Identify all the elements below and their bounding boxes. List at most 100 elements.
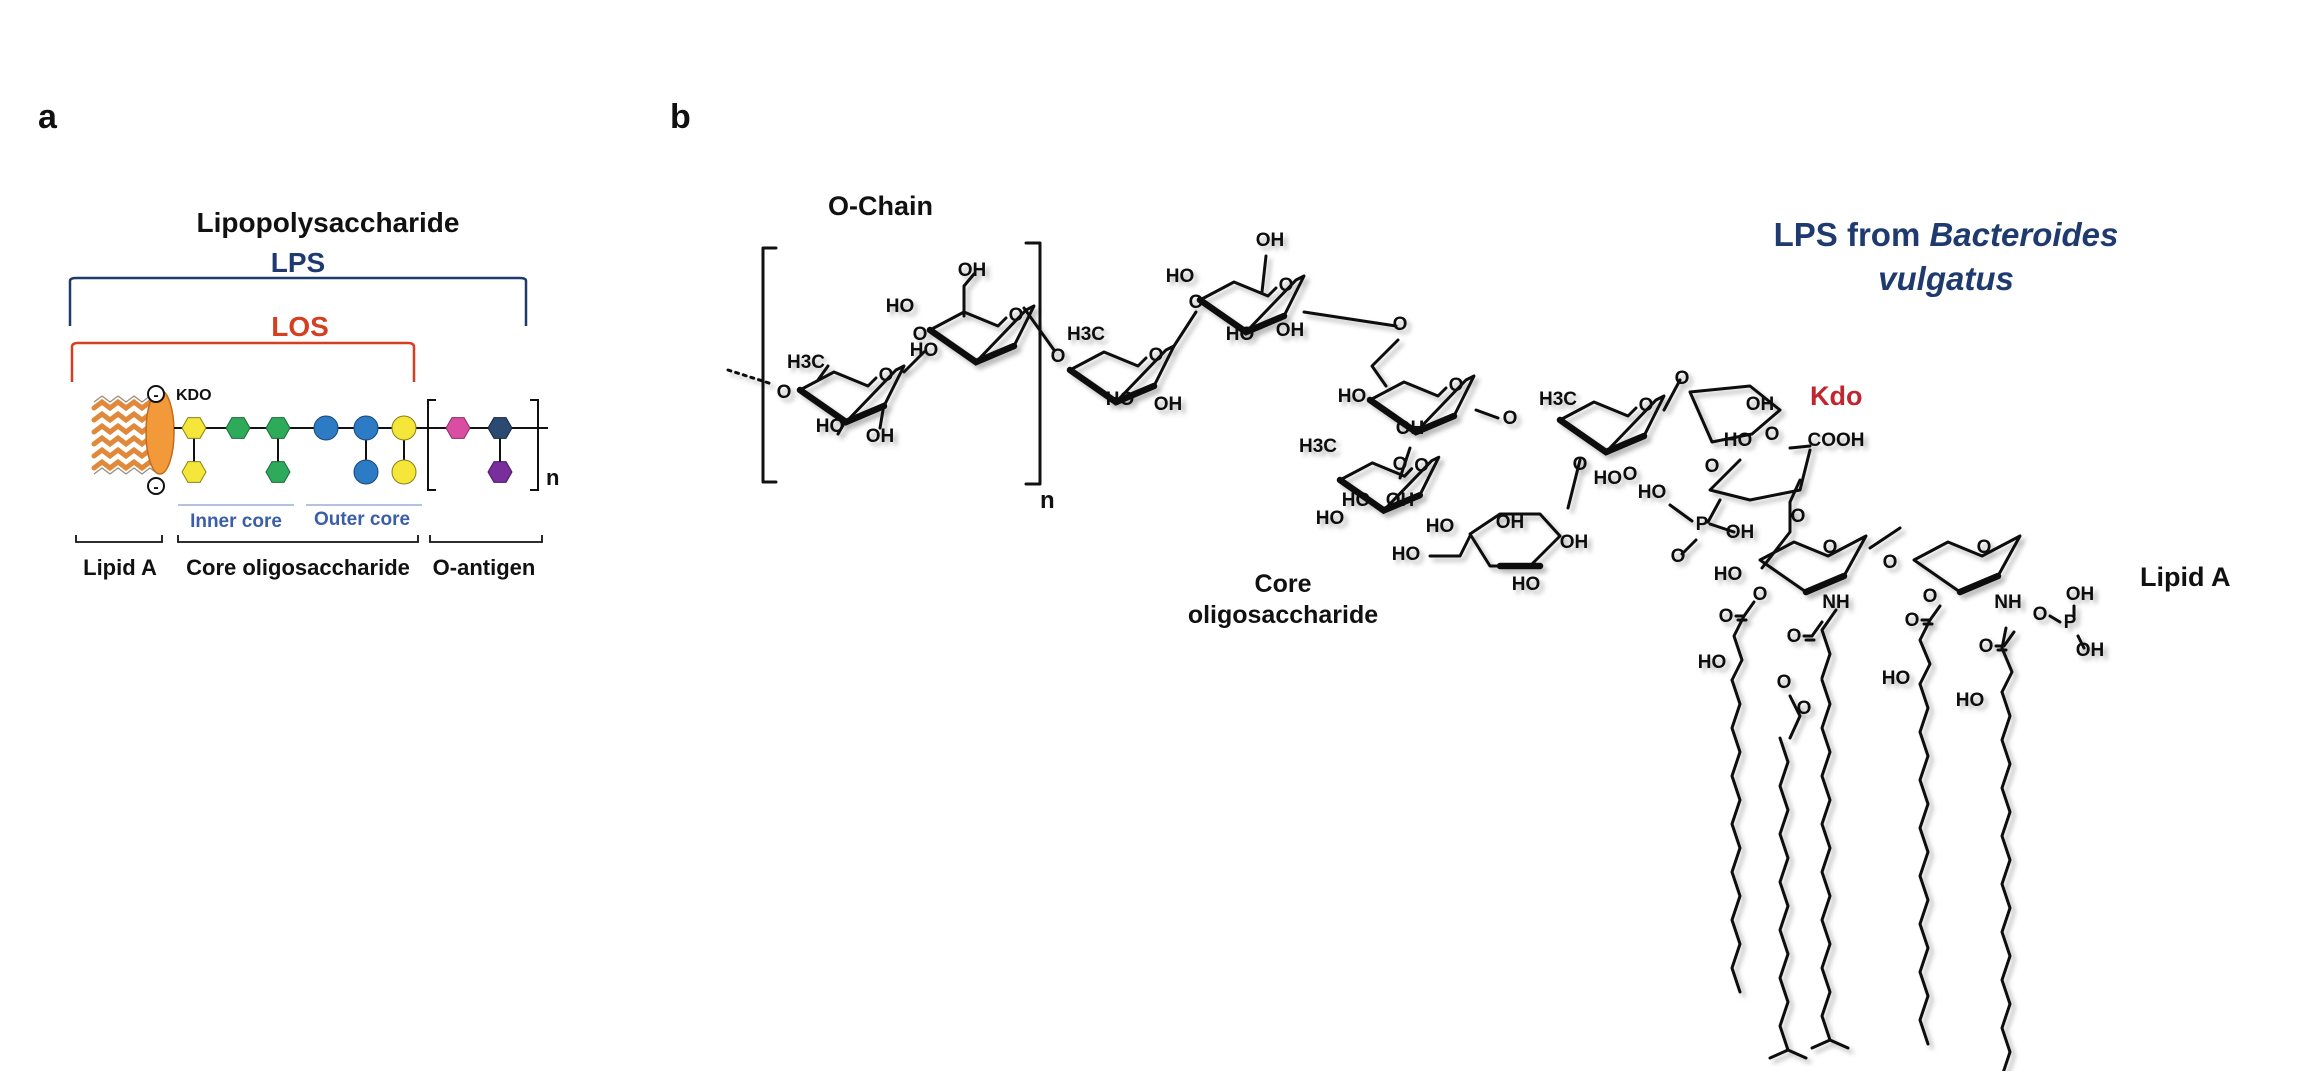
outer-core-circle-1 [313, 415, 339, 441]
glcn-2-ring-oxygen: O [1977, 537, 1992, 558]
glycosidic-bond-4 [1302, 310, 1398, 328]
core-methyl-d: H3C [1299, 436, 1337, 457]
o-antigen-bracket-right [530, 399, 539, 491]
chain-2-tail-a [1768, 736, 1808, 1060]
core-label-b1: Core [1255, 570, 1312, 598]
chain-4-head [2000, 626, 2014, 694]
chain-1-carbonyl-oxygen: O [1719, 606, 1734, 627]
glycosidic-dashed-bond [726, 368, 774, 386]
glcn-2-nh: NH [1994, 592, 2021, 613]
phosphate-ho-1: HO [1638, 482, 1667, 503]
kdo-cooh: COOH [1808, 430, 1865, 451]
o-chain-sugar-1-ring-oxygen: O [879, 365, 894, 386]
core-b-hydroxymethyl [1260, 254, 1268, 294]
o-chain-ho-1: HO [816, 416, 845, 437]
glcn-1-o3: O [1753, 584, 1768, 605]
chain-1-tail [1730, 678, 1742, 994]
o-chain-oxygen-2: O [913, 324, 928, 345]
inner-core-label: Inner core [190, 511, 282, 532]
glycosidic-bond-2 [1022, 306, 1056, 352]
o-chain-oxygen-1: O [777, 382, 792, 403]
o-antigen-bracket-left [427, 399, 436, 491]
lipid-a-membrane [145, 389, 175, 475]
o-chain-ho-3: HO [910, 340, 939, 361]
core-oh-e: OH [1496, 512, 1525, 533]
chain-2-tail-b [1810, 678, 1850, 1050]
o-antigen-tick-bracket [429, 535, 543, 543]
kdo-lower [1708, 448, 1812, 502]
panel-a: a Lipopolysaccharide LPS LOS - - [38, 98, 559, 580]
o-chain-methyl-1: H3C [787, 352, 825, 373]
o-antigen-n: n [546, 465, 559, 490]
core-ho-e3: HO [1512, 574, 1541, 595]
o-chain-oh-1: OH [866, 426, 895, 447]
glcn-1-front [1802, 572, 1848, 596]
o-antigen-hexagon-pink [445, 417, 471, 439]
glcn-2-ring [1912, 534, 2022, 594]
core-oh-b2: OH [1276, 320, 1305, 341]
glcn-link-oxygen: O [1883, 552, 1898, 573]
chain-2-branch [1788, 694, 1802, 740]
outer-core-circle-5 [391, 459, 417, 485]
los-label: LOS [271, 311, 329, 342]
kdo-label-a: KDO [176, 387, 212, 404]
glcn-1-nh: NH [1822, 592, 1849, 613]
core-methyl-a: H3C [1067, 324, 1105, 345]
phosphate-oh-1: OH [1726, 522, 1755, 543]
chain-1-head [1730, 614, 1746, 682]
kdo-phosphate-oxygen: O [1705, 456, 1720, 477]
los-bracket [70, 341, 416, 382]
phosphate-bonds [1668, 503, 1736, 556]
kdo-oh-1: OH [1746, 394, 1775, 415]
core-ho-b2: HO [1226, 324, 1255, 345]
hydroxymethyl-bond [962, 272, 976, 318]
core-e-side [1428, 534, 1472, 558]
core-methyl-f: H3C [1539, 389, 1577, 410]
outer-core-circle-4 [391, 415, 417, 441]
core-ho-f: HO [1594, 468, 1623, 489]
svg-text:-: - [153, 387, 158, 404]
o-antigen-label-a: O-antigen [433, 555, 536, 580]
chain-3-tail [1918, 682, 1930, 1046]
core-label-b2: oligosaccharide [1188, 601, 1378, 629]
core-ho-d: HO [1316, 508, 1345, 529]
core-sugar-d-ring-oxygen: O [1414, 456, 1429, 477]
lps-bracket [68, 276, 528, 326]
kdo-ring [1688, 384, 1782, 444]
heptose-hexagon-2 [265, 417, 291, 439]
glcn-1-ring [1758, 534, 1868, 594]
o-antigen-hexagon-navy [487, 417, 513, 439]
core-oxygen-c: O [1503, 408, 1518, 429]
core-ho-e: HO [1426, 516, 1455, 537]
chain-4-ho: HO [1956, 690, 1985, 711]
glycosidic-bond-5 [1474, 408, 1500, 420]
o-chain-oh-2: OH [958, 260, 987, 281]
glcn-1-ring-oxygen: O [1823, 537, 1838, 558]
phosphate-p: P [1696, 514, 1709, 535]
core-oh-e2: OH [1560, 532, 1589, 553]
branch-bond-e [1566, 458, 1582, 510]
chain-2-ester [1802, 620, 1824, 642]
kdo-hexagon-1 [181, 417, 207, 439]
heptose-linker [1370, 338, 1400, 388]
core-oh-d: OH [1386, 490, 1415, 511]
lipid-link-oxygen: O [1791, 506, 1806, 527]
core-oligo-label-a: Core oligosaccharide [186, 555, 410, 580]
core-oh-b: OH [1256, 230, 1285, 251]
core-ho-c: HO [1338, 386, 1367, 407]
glcn-1-ho: HO [1714, 564, 1743, 585]
outer-core-circle-3 [353, 459, 379, 485]
core-ho-d2: HO [1342, 490, 1371, 511]
core-bracket [177, 535, 419, 543]
heptose-hexagon-1 [225, 417, 251, 439]
phosphate-o-1: O [1671, 546, 1686, 567]
lipid-a-label-a: Lipid A [83, 555, 157, 580]
o-chain-sugar-2-ring-oxygen: O [1009, 305, 1024, 326]
kdo-cooh-bond [1788, 444, 1812, 450]
core-oxygen-e: O [1573, 454, 1588, 475]
core-oxygen-d: O [1393, 454, 1408, 475]
o-chain-n: n [1040, 487, 1055, 514]
o-chain-bracket-left [761, 246, 778, 484]
core-sugar-f-ring-front [1556, 416, 1648, 456]
